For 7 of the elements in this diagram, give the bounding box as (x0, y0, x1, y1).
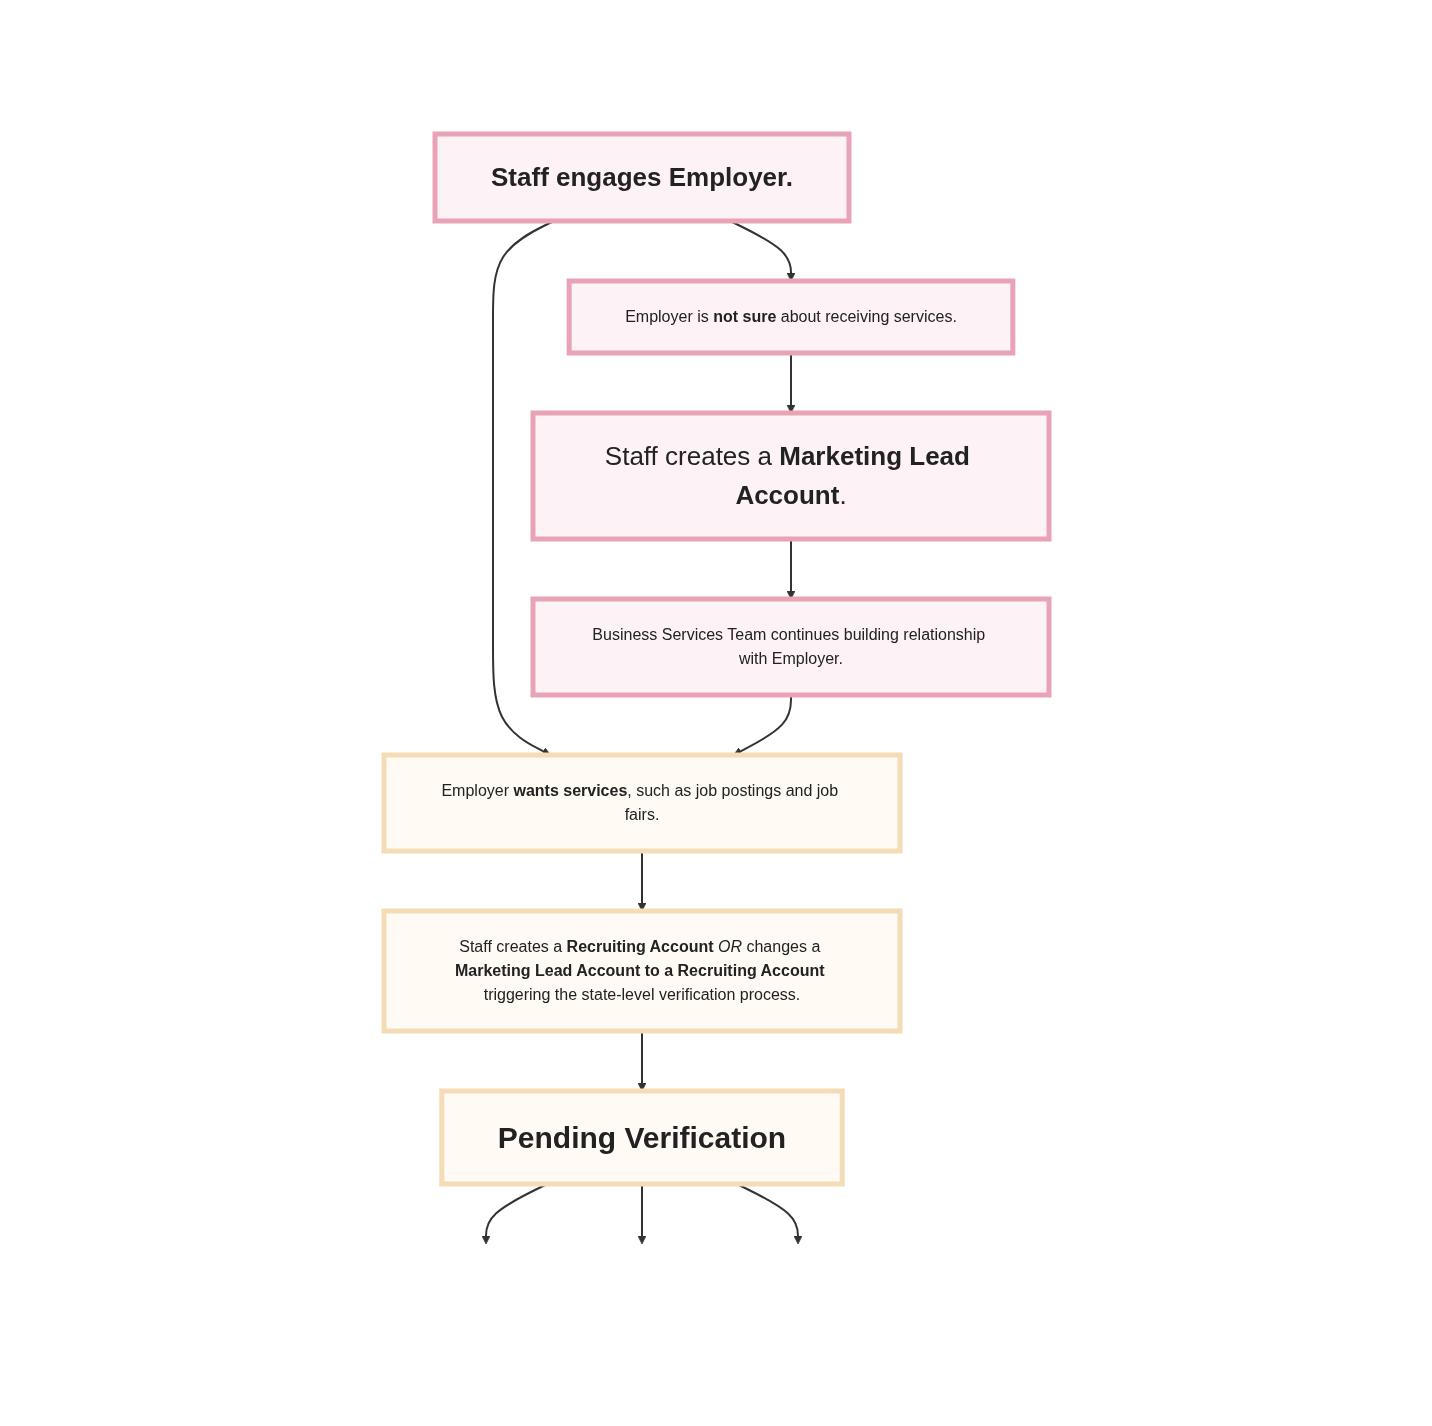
node-box: Staff creates a Marketing Lead Account. (530, 410, 1051, 542)
node-box: Employer wants services, such as job postings and job fairs. (381, 752, 902, 854)
node-box: Pending Verification (438, 1088, 845, 1187)
node-box: Business Services Team continues building relationship with Employer. (530, 596, 1051, 698)
node-box: Employer is not sure about receiving services. (566, 278, 1015, 356)
node-box: Staff engages Employer. (432, 131, 851, 224)
node-box: Staff creates a Recruiting Account OR changes a Marketing Lead Account to a Recruiting Account triggering the state-level verification process. (381, 908, 902, 1034)
